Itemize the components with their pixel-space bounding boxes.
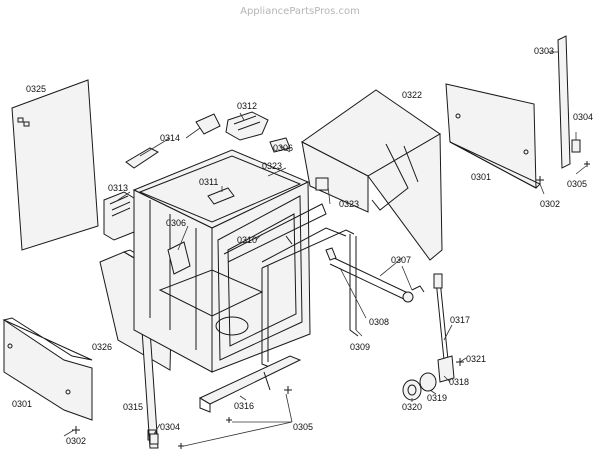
rod-0317 bbox=[433, 273, 449, 361]
side-panel-0301-left bbox=[2, 317, 93, 421]
label-0302-right: 0302 bbox=[540, 199, 560, 209]
label-0319: 0319 bbox=[427, 393, 447, 403]
label-0305-right: 0305 bbox=[567, 179, 587, 189]
side-panel-0325 bbox=[11, 79, 99, 251]
bracket-0316 bbox=[198, 355, 302, 413]
label-0309: 0309 bbox=[350, 342, 370, 352]
clip-0304-right bbox=[571, 139, 581, 153]
strip-0303 bbox=[557, 35, 571, 169]
clip-0304-bottom bbox=[149, 433, 159, 445]
label-0321: 0321 bbox=[466, 354, 486, 364]
label-0317: 0317 bbox=[450, 315, 470, 325]
label-0313: 0313 bbox=[108, 183, 128, 193]
label-0314: 0314 bbox=[160, 133, 180, 143]
label-0304-bottom: 0304 bbox=[160, 422, 180, 432]
label-0307: 0307 bbox=[391, 255, 411, 265]
clip-0313 bbox=[103, 191, 135, 241]
label-0306-top: 0306 bbox=[273, 143, 293, 153]
screw-0302-right bbox=[536, 176, 544, 184]
screw-0302-left bbox=[72, 426, 80, 434]
watermark-text: AppliancePartsPros.com bbox=[240, 6, 360, 17]
panel-0322 bbox=[301, 89, 443, 261]
bracket-0306-top bbox=[269, 137, 291, 153]
label-0315: 0315 bbox=[123, 402, 143, 412]
label-0303: 0303 bbox=[534, 46, 554, 56]
label-0318: 0318 bbox=[449, 377, 469, 387]
screws-0305-bottom bbox=[178, 386, 292, 449]
side-panel-0301-right bbox=[445, 83, 541, 189]
label-0323-top: 0323 bbox=[262, 161, 282, 171]
label-0305-bottom: 0305 bbox=[293, 422, 313, 432]
label-0322: 0322 bbox=[402, 90, 422, 100]
bracket-0314 bbox=[125, 113, 221, 169]
screw-0305-right bbox=[584, 161, 590, 167]
label-0310: 0310 bbox=[237, 235, 257, 245]
label-0326: 0326 bbox=[92, 342, 112, 352]
label-0320: 0320 bbox=[402, 402, 422, 412]
label-0306-side: 0306 bbox=[166, 218, 186, 228]
label-0301-right: 0301 bbox=[471, 172, 491, 182]
label-0311: 0311 bbox=[199, 177, 218, 187]
label-0304-right: 0304 bbox=[573, 112, 593, 122]
tub-assembly bbox=[132, 149, 311, 373]
part-labels: 0303 0325 0322 0312 0314 0306 0304 0323 … bbox=[12, 46, 593, 446]
label-0312: 0312 bbox=[237, 101, 257, 111]
label-0308: 0308 bbox=[369, 317, 389, 327]
label-0323-side: 0323 bbox=[339, 199, 359, 209]
label-0316: 0316 bbox=[234, 401, 254, 411]
rod-0307 bbox=[325, 247, 425, 303]
label-0302-left: 0302 bbox=[66, 436, 86, 446]
leader-lines bbox=[63, 51, 587, 447]
hinge-assembly bbox=[402, 355, 464, 401]
label-0325: 0325 bbox=[26, 84, 46, 94]
clip-0312 bbox=[225, 111, 269, 141]
label-0301-left: 0301 bbox=[12, 399, 32, 409]
